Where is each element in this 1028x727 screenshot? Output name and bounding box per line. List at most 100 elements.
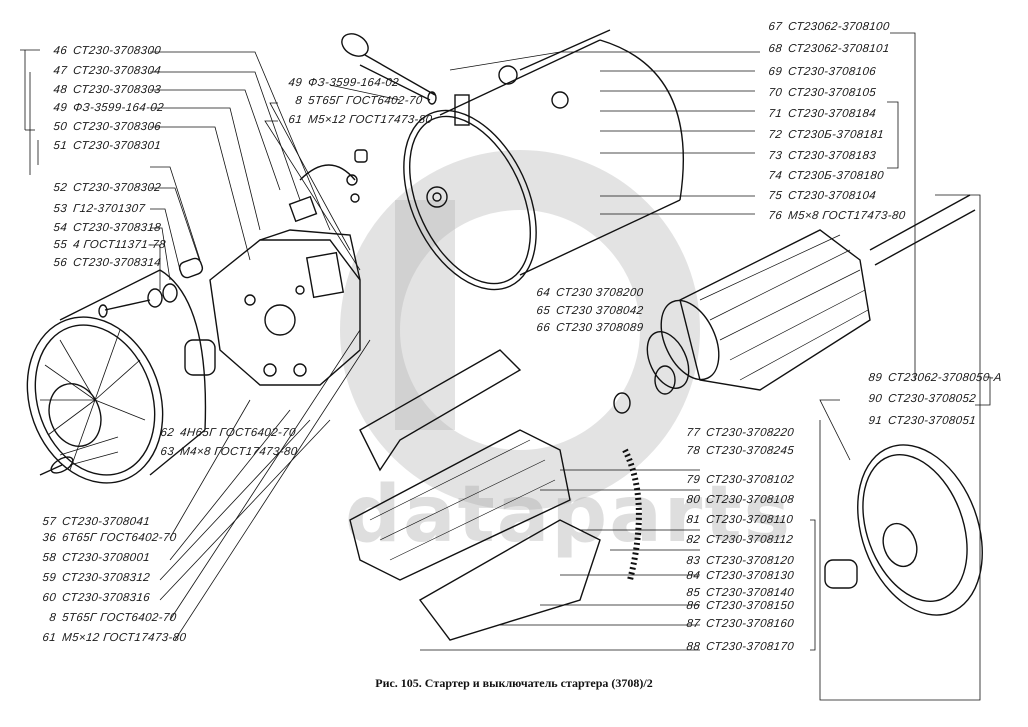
part-label: 8 5Т65Г ГОСТ6402-70 xyxy=(279,95,423,108)
part-number: 62 xyxy=(159,427,175,439)
fan-cover-housing xyxy=(26,269,207,484)
part-number: 75 xyxy=(767,190,783,202)
part-code: СТ230-3708306 xyxy=(72,121,162,133)
part-code: СТ230 3708089 xyxy=(555,322,644,334)
part-number: 64 xyxy=(535,287,551,299)
part-code: 5Т65Г ГОСТ6402-70 xyxy=(61,612,178,624)
part-code: ФЗ-3599-164-02 xyxy=(307,77,400,89)
part-number: 72 xyxy=(767,129,783,141)
part-number: 60 xyxy=(41,592,57,604)
part-code: Г12-3701307 xyxy=(72,203,146,215)
part-number: 88 xyxy=(685,641,701,653)
part-number: 81 xyxy=(685,514,701,526)
part-label: 66 СТ230 3708089 xyxy=(527,322,644,335)
part-code: М5×8 ГОСТ17473-80 xyxy=(787,210,907,222)
part-code: СТ230-3708108 xyxy=(705,494,795,506)
brush-holder-plate xyxy=(209,229,361,386)
part-number: 49 xyxy=(287,77,303,89)
part-number: 49 xyxy=(52,102,68,114)
part-number: 85 xyxy=(685,587,701,599)
part-label: 50 СТ230-3708306 xyxy=(44,121,162,134)
terminal-cable xyxy=(288,33,437,223)
part-number: 82 xyxy=(685,534,701,546)
part-code: СТ230-3708300 xyxy=(72,45,162,57)
field-coils xyxy=(349,349,642,641)
part-code: СТ23062-3708050-А xyxy=(887,372,1003,384)
part-code: М5×12 ГОСТ17473-80 xyxy=(307,114,433,126)
part-number: 8 xyxy=(48,612,57,624)
part-number: 8 xyxy=(294,95,303,107)
part-code: СТ230-3708052 xyxy=(887,393,977,405)
part-code: СТ230-3708318 xyxy=(72,222,162,234)
part-number: 77 xyxy=(685,427,701,439)
part-number: 50 xyxy=(52,121,68,133)
part-code: СТ230-3708245 xyxy=(705,445,795,457)
part-code: СТ230-3708301 xyxy=(72,140,162,152)
part-number: 47 xyxy=(52,65,68,77)
part-label: 8 5Т65Г ГОСТ6402-70 xyxy=(33,612,177,625)
part-label: 53 Г12-3701307 xyxy=(44,203,146,216)
armature xyxy=(613,194,976,414)
part-code: СТ230-3708160 xyxy=(705,618,795,630)
part-number: 80 xyxy=(685,494,701,506)
part-number: 59 xyxy=(41,572,57,584)
part-code: СТ230-3708316 xyxy=(61,592,151,604)
part-code: 5Т65Г ГОСТ6402-70 xyxy=(307,95,424,107)
part-code: СТ230-3708120 xyxy=(705,555,795,567)
part-number: 76 xyxy=(767,210,783,222)
part-code: СТ230 3708042 xyxy=(555,305,644,317)
part-number: 61 xyxy=(287,114,303,126)
part-code: СТ230Б-3708181 xyxy=(787,129,885,141)
part-code: М4×8 ГОСТ17473-80 xyxy=(179,446,299,458)
part-code: СТ230Б-3708180 xyxy=(787,170,885,182)
part-number: 66 xyxy=(535,322,551,334)
part-number: 65 xyxy=(535,305,551,317)
part-code: СТ23062-3708101 xyxy=(787,43,891,55)
end-shield xyxy=(824,444,983,616)
part-number: 78 xyxy=(685,445,701,457)
leader-lines xyxy=(20,32,991,701)
part-code: СТ230-3708314 xyxy=(72,257,162,269)
part-code: СТ230-3708140 xyxy=(705,587,795,599)
part-number: 70 xyxy=(767,87,783,99)
part-label: 78 СТ230-3708245 xyxy=(677,445,795,458)
part-code: СТ230-3708102 xyxy=(705,474,795,486)
part-number: 67 xyxy=(767,21,783,33)
part-label: 65 СТ230 3708042 xyxy=(527,305,644,318)
part-label: 63 М4×8 ГОСТ17473-80 xyxy=(151,446,298,459)
part-code: М5×12 ГОСТ17473-80 xyxy=(61,632,187,644)
screw-washers xyxy=(98,257,216,376)
part-number: 57 xyxy=(41,516,57,528)
part-code: СТ230-3708104 xyxy=(787,190,877,202)
part-code: СТ230-3708106 xyxy=(787,66,877,78)
part-number: 51 xyxy=(52,140,68,152)
part-number: 71 xyxy=(767,108,783,120)
part-number: 74 xyxy=(767,170,783,182)
part-number: 89 xyxy=(867,372,883,384)
part-label: 80 СТ230-3708108 xyxy=(677,494,795,507)
part-label: 75 СТ230-3708104 xyxy=(759,190,877,203)
part-number: 53 xyxy=(52,203,68,215)
part-number: 63 xyxy=(159,446,175,458)
part-label: 72 СТ230Б-3708181 xyxy=(759,129,885,142)
part-label: 74 СТ230Б-3708180 xyxy=(759,170,885,183)
